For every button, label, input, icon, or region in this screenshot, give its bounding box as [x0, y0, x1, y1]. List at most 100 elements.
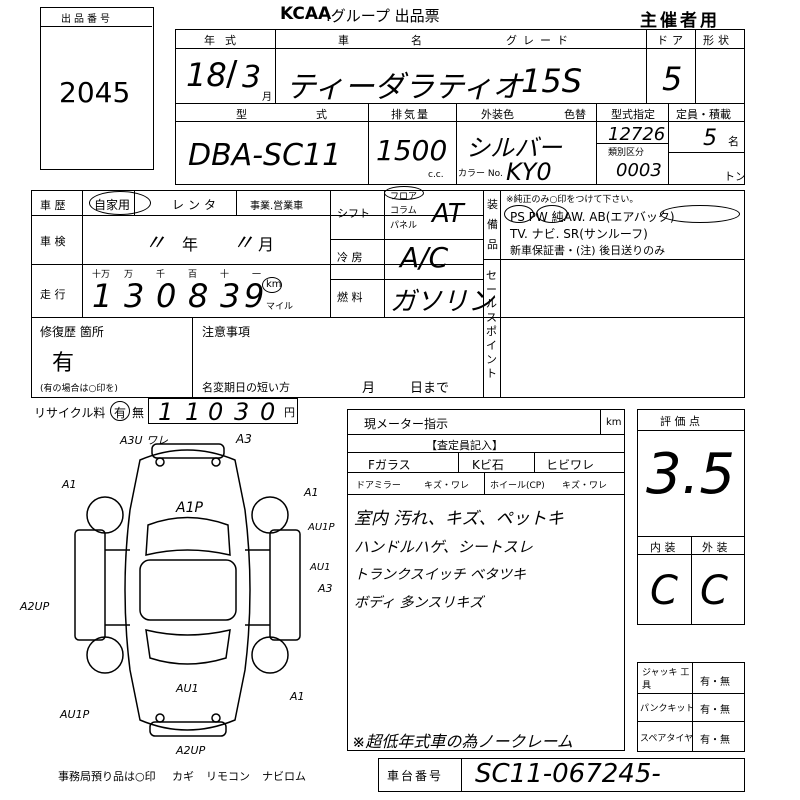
type-value: DBA-SC11	[188, 138, 342, 173]
tools-box: ジャッキ 工具 有・無 パンクキット 有・無 スペアタイヤ 有・無	[637, 662, 745, 752]
puncture-choices: 有・無	[700, 705, 730, 716]
wheel-value: キズ・ワレ	[562, 481, 608, 491]
remark-3: トランクスイッチ ベタツキ	[354, 567, 527, 583]
recycle-yes-circle	[110, 401, 130, 421]
wheel-label: ホイール(CP)	[490, 481, 545, 491]
shape-label: 形状	[703, 34, 733, 47]
doors-value: 5	[662, 60, 683, 98]
history-business: 事業.営業車	[250, 201, 304, 212]
damage-mark-right-rear-wheel: A1	[290, 690, 305, 703]
ac-label: 冷 房	[337, 251, 363, 264]
meter-label: 現メーター指示	[364, 417, 449, 431]
damage-mark-right-door2: AU1	[310, 562, 331, 573]
digit-label-1: 十万	[92, 270, 111, 280]
shift-label: シフト	[337, 207, 370, 220]
notes-month-unit: 月	[362, 381, 376, 396]
score-box: 評 価 点 3.5 内 装 外 装 C C	[637, 409, 745, 625]
damage-mark-right-front: A1	[304, 486, 319, 499]
mileage-digit-3: 0	[156, 277, 177, 315]
capacity-unit: 名	[728, 135, 739, 148]
type-label-2: 式	[316, 108, 327, 121]
remark-2: ハンドルハゲ、シートスレ	[354, 538, 533, 556]
office-note: 事務局預り品は○印	[58, 770, 156, 783]
maker-label: 車	[338, 34, 349, 47]
grade-label: グレード	[506, 34, 574, 47]
notes-change-label: 名変期日の短い方	[202, 381, 290, 394]
interior-value: C	[650, 568, 678, 614]
mile-unit: マイル	[266, 302, 294, 312]
recycle-no: 無	[132, 406, 145, 420]
capacity-label: 定員・積載	[676, 108, 731, 121]
chassis-box: 車台番号 SC11-067245-	[378, 758, 745, 792]
equipment-label: 装備品	[487, 198, 498, 251]
shift-panel: パネル	[390, 221, 418, 231]
year-value: 18	[186, 56, 227, 94]
color-no-label: カラー No.	[458, 169, 503, 179]
type-designation-label: 型式指定	[611, 108, 655, 121]
cc-unit: c.c.	[428, 170, 444, 180]
class-label: 類別区分	[608, 148, 645, 158]
remark-1: 室内 汚れ、キズ、ペットキ	[354, 509, 564, 529]
exterior-label: 外 装	[702, 541, 728, 554]
recycle-digit-4: 3	[234, 398, 250, 426]
chip-label: Kビ石	[472, 458, 504, 472]
displacement-label: 排気量	[391, 108, 430, 121]
equipment-line-3: 新車保証書・(注) 後日送りのみ	[510, 244, 666, 257]
ps-circle	[504, 205, 534, 223]
damage-mark-right-door1: AU1P	[308, 522, 335, 533]
damage-mark-trunk: AU1	[176, 682, 199, 695]
inspection-year-unit: 年	[182, 235, 199, 254]
mirror-label: ドアミラー	[356, 481, 401, 491]
header-logo: KCAA	[280, 4, 332, 24]
history-label: 車 歴	[40, 199, 66, 212]
damage-mark-left-side: A2UP	[20, 600, 50, 613]
office-remote: リモコン	[206, 770, 250, 783]
sale-point-label: セールスポイント	[486, 269, 497, 380]
type-label: 型	[236, 108, 247, 121]
spare-label: スペアタイヤ	[640, 734, 694, 744]
inspector-box: 現メーター指示 km 【査定員記入】 Fガラス Kビ石 ヒビワレ ドアミラー キ…	[347, 409, 625, 751]
lot-number-box: 出品番号 2045	[40, 7, 154, 170]
mileage-digit-2: 3	[124, 277, 145, 315]
equipment-line-2: TV. ナビ. SR(サンルーフ)	[510, 227, 648, 241]
car-damage-diagram	[74, 443, 301, 737]
digit-label-5: 十	[220, 270, 230, 280]
ac-value: A/C	[400, 241, 449, 274]
private-circle	[89, 191, 151, 215]
score-label: 評 価 点	[660, 415, 700, 428]
mileage-digit-4: 8	[188, 277, 209, 315]
header-title: .グループ 出品票	[326, 7, 440, 25]
notes-label: 注意事項	[202, 325, 251, 339]
class-value: 0003	[616, 160, 662, 181]
notes-day-unit: 日まで	[410, 381, 450, 396]
history-box: 車 歴 自家用 レンタ 事業.営業車 車 検 〃 年 〃 月 走 行 十万 万 …	[31, 186, 745, 398]
recycle-digit-1: 1	[158, 398, 174, 426]
chassis-label: 車台番号	[387, 769, 444, 783]
recycle-amount-box	[148, 398, 298, 424]
spare-choices: 有・無	[700, 735, 730, 746]
ton-unit: トン	[724, 170, 746, 183]
office-navi: ナビロム	[262, 770, 306, 783]
glass-label: Fガラス	[368, 458, 411, 472]
inspection-month-value: 〃	[232, 231, 255, 256]
designation-value: 12726	[608, 124, 666, 145]
jack-choices: 有・無	[700, 677, 730, 688]
displacement-value: 1500	[376, 134, 448, 167]
fuel-value: ガソリン	[390, 287, 495, 317]
color-no-value: KY0	[506, 158, 552, 186]
vehicle-info-box: 年式 車 名 グレード ドア 形状 18 / 3 月 ティーダラティオ 15S …	[175, 29, 746, 186]
inspection-year-value: 〃	[144, 231, 167, 256]
color-change-label: 色替	[564, 108, 586, 121]
km-circle	[262, 277, 282, 293]
lot-number-value: 2045	[59, 76, 131, 109]
score-value: 3.5	[646, 442, 736, 507]
exterior-value: C	[700, 568, 728, 614]
damage-mark-hood: A1P	[176, 500, 203, 516]
year-label: 年式	[204, 34, 246, 47]
digit-label-4: 百	[188, 270, 198, 280]
meter-km-unit: km	[606, 417, 622, 428]
month-value: 3	[242, 60, 262, 95]
car-name-value: ティーダラティオ	[286, 70, 523, 105]
inspector-label: 【査定員記入】	[426, 439, 503, 452]
mileage-label: 走 行	[40, 288, 66, 301]
